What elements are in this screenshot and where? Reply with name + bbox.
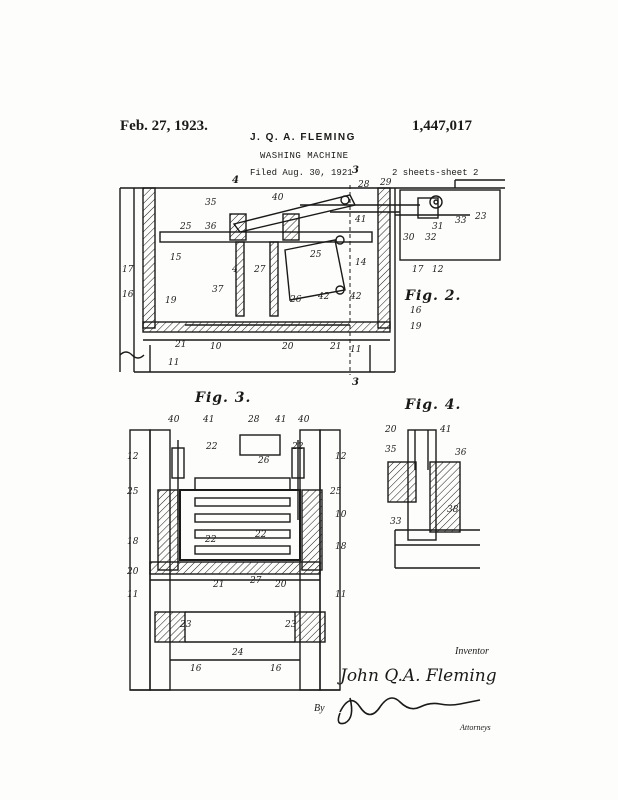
ref-numeral: 29	[380, 178, 392, 188]
ref-numeral: 36	[205, 222, 217, 232]
ref-numeral: 12	[127, 452, 139, 462]
ref-numeral: 12	[432, 265, 444, 275]
ref-numeral: 19	[165, 296, 177, 306]
ref-numeral: 38	[447, 505, 459, 515]
ref-numeral: 33	[455, 216, 467, 226]
section-mark-4: 4	[232, 175, 240, 186]
ref-numeral: 41	[275, 415, 287, 425]
attorney-signature-drawing	[337, 697, 481, 725]
ref-numeral: 10	[210, 342, 222, 352]
ref-numeral: 26	[258, 456, 270, 466]
fig-3-label: Fig. 3.	[195, 390, 252, 406]
ref-numeral: 24	[232, 648, 244, 658]
ref-numeral: 40	[272, 193, 284, 203]
ref-numeral: 22	[292, 442, 304, 452]
inventor-signature: John Q.A. Fleming	[340, 666, 497, 686]
ref-numeral: 28	[358, 180, 370, 190]
ref-numeral: 36	[455, 448, 467, 458]
fig-4-label: Fig. 4.	[405, 397, 462, 413]
ref-numeral: 41	[203, 415, 215, 425]
ref-numeral: 11	[127, 590, 139, 600]
ref-numeral: 16	[122, 290, 134, 300]
ref-numeral: 23	[285, 620, 297, 630]
ref-numeral: 15	[170, 253, 182, 263]
ref-numeral: 20	[275, 580, 287, 590]
figure-2-drawing	[119, 179, 505, 375]
ref-numeral: 25	[330, 487, 342, 497]
ref-numeral: 17	[412, 265, 424, 275]
ref-numeral: 4	[232, 265, 238, 275]
ref-numeral: 23	[475, 212, 487, 222]
ref-numeral: 40	[298, 415, 310, 425]
ref-numeral: 18	[127, 537, 139, 547]
figure-4-drawing	[387, 429, 480, 569]
ref-numeral: 25	[127, 487, 139, 497]
ref-numeral: 19	[410, 322, 422, 332]
patent-date: Feb. 27, 1923.	[120, 118, 208, 134]
ref-numeral: 32	[425, 233, 437, 243]
sheet-count: 2 sheets-sheet 2	[392, 168, 479, 178]
ref-numeral: 14	[355, 258, 367, 268]
ref-numeral: 11	[168, 358, 180, 368]
ref-numeral: 35	[205, 198, 217, 208]
ref-numeral: 41	[355, 215, 367, 225]
ref-numeral: 28	[248, 415, 260, 425]
fig-2-label: Fig. 2.	[405, 288, 462, 304]
inventor-label: Inventor	[455, 646, 489, 657]
ref-numeral: 31	[432, 222, 444, 232]
ref-numeral: 42	[350, 292, 362, 302]
ref-numeral: 22	[255, 530, 267, 540]
ref-numeral: 23	[180, 620, 192, 630]
ref-numeral: 25	[180, 222, 192, 232]
figure-3-drawing	[129, 429, 341, 691]
filed-date: Filed Aug. 30, 1921	[250, 168, 353, 178]
ref-numeral: 18	[335, 542, 347, 552]
ref-numeral: 25	[310, 250, 322, 260]
section-mark-bottom: 3	[352, 377, 360, 388]
inventor-name-header: J. Q. A. FLEMING	[250, 132, 356, 143]
ref-numeral: 21	[175, 340, 187, 350]
ref-numeral: 20	[127, 567, 139, 577]
ref-numeral: 12	[335, 452, 347, 462]
patent-number: 1,447,017	[412, 118, 472, 134]
ref-numeral: 11	[335, 590, 347, 600]
ref-numeral: 27	[250, 576, 262, 586]
ref-numeral: 22	[205, 535, 217, 545]
ref-numeral: 16	[190, 664, 202, 674]
ref-numeral: 35	[385, 445, 397, 455]
by-label: By	[314, 703, 325, 714]
ref-numeral: 20	[282, 342, 294, 352]
ref-numeral: 40	[168, 415, 180, 425]
ref-numeral: 21	[330, 342, 342, 352]
attorney-label: Attorneys	[460, 723, 491, 732]
patent-title: WASHING MACHINE	[260, 151, 349, 161]
ref-numeral: 42	[318, 292, 330, 302]
ref-numeral: 17	[122, 265, 134, 275]
ref-numeral: 30	[403, 233, 415, 243]
section-mark-top: 3	[352, 165, 360, 176]
ref-numeral: 16	[270, 664, 282, 674]
ref-numeral: 27	[254, 265, 266, 275]
ref-numeral: 37	[212, 285, 224, 295]
ref-numeral: 41	[440, 425, 452, 435]
ref-numeral: 10	[335, 510, 347, 520]
ref-numeral: 26	[290, 295, 302, 305]
ref-numeral: 21	[213, 580, 225, 590]
ref-numeral: 16	[410, 306, 422, 316]
ref-numeral: 33	[390, 517, 402, 527]
ref-numeral: 11	[350, 345, 362, 355]
ref-numeral: 22	[206, 442, 218, 452]
ref-numeral: 20	[385, 425, 397, 435]
